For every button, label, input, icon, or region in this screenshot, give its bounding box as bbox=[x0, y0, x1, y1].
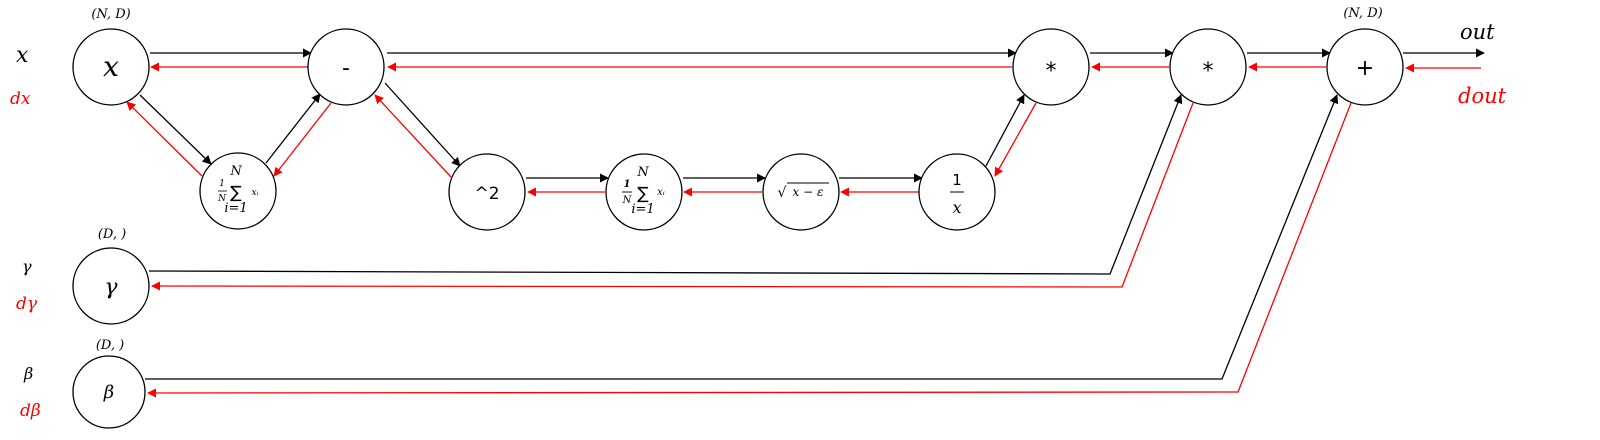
node-sq-label: ^2 bbox=[474, 184, 499, 204]
node-x: x bbox=[72, 28, 150, 106]
backward-edges bbox=[126, 62, 1481, 398]
node-mean-circle bbox=[199, 152, 277, 230]
shape-out: (N, D) bbox=[1343, 6, 1382, 21]
node-var-mean-circle bbox=[605, 153, 683, 231]
label-x: x bbox=[16, 43, 29, 68]
node-add-circle bbox=[1326, 28, 1404, 106]
node-sq-circle bbox=[448, 153, 526, 231]
node-mul2-label: * bbox=[1203, 59, 1214, 84]
mean-frac-num: 1 bbox=[219, 179, 225, 189]
label-gamma: γ bbox=[22, 257, 32, 276]
node-gamma: γ bbox=[72, 247, 150, 325]
node-mul1-circle bbox=[1012, 28, 1090, 106]
mean-sum-upper: N bbox=[229, 164, 242, 179]
grad-sub-to-mean bbox=[273, 102, 332, 177]
node-sub-circle bbox=[307, 28, 385, 106]
node-sub: - bbox=[307, 28, 385, 106]
label-out: out bbox=[1460, 20, 1495, 44]
label-beta: β bbox=[23, 364, 33, 383]
shape-gamma: (D, ) bbox=[98, 227, 126, 242]
inv-den: x bbox=[952, 198, 961, 217]
node-mul1: * bbox=[1012, 28, 1090, 106]
mean-sum-lower: i=1 bbox=[224, 201, 247, 216]
edge-x-to-mean bbox=[139, 94, 212, 165]
var-mean-frac-den: N bbox=[622, 195, 633, 206]
label-dout: dout bbox=[1458, 84, 1507, 108]
mean-frac-den: N bbox=[217, 194, 227, 204]
node-x-circle bbox=[72, 28, 150, 106]
node-var-mean: N 1 N ∑ i=1 xᵢ bbox=[605, 153, 683, 231]
var-mean-upper: N bbox=[636, 165, 649, 180]
label-dgamma: dγ bbox=[16, 294, 38, 314]
grad-mean-to-x bbox=[126, 101, 203, 177]
node-sqrt-circle bbox=[762, 153, 840, 231]
edge-gamma-to-mul2 bbox=[148, 94, 1183, 275]
node-sub-label: - bbox=[342, 56, 350, 81]
node-add: + bbox=[1326, 28, 1404, 106]
node-sq: ^2 bbox=[448, 153, 526, 231]
node-mul1-label: * bbox=[1046, 59, 1057, 84]
sqrt-radical: √ bbox=[778, 185, 787, 201]
node-beta: β bbox=[72, 355, 146, 429]
node-gamma-circle bbox=[72, 247, 150, 325]
label-dbeta: dβ bbox=[20, 401, 41, 421]
label-dx: dx bbox=[10, 89, 31, 109]
node-gamma-label: γ bbox=[104, 275, 118, 300]
node-mean: N 1 N ∑ i=1 xᵢ bbox=[199, 152, 277, 230]
edge-beta-to-add bbox=[145, 94, 1339, 380]
grad-mul2-to-gamma bbox=[151, 102, 1194, 291]
grad-add-to-beta bbox=[147, 102, 1352, 398]
node-beta-label: β bbox=[103, 382, 114, 403]
node-inv: 1 x bbox=[918, 153, 996, 231]
forward-edges bbox=[139, 48, 1485, 380]
node-add-label: + bbox=[1356, 56, 1374, 81]
node-sqrt: √ x − ε bbox=[762, 153, 840, 231]
grad-sq-to-sub bbox=[374, 94, 452, 178]
var-mean-var: xᵢ bbox=[657, 187, 665, 198]
edge-inv-to-mul1 bbox=[985, 94, 1025, 167]
var-mean-lower: i=1 bbox=[631, 202, 654, 217]
node-beta-circle bbox=[72, 355, 146, 429]
var-mean-sum-sign: ∑ bbox=[637, 184, 649, 204]
node-mul2: * bbox=[1169, 28, 1247, 106]
edge-sub-to-sq bbox=[384, 82, 461, 167]
shape-beta: (D, ) bbox=[96, 338, 124, 353]
shape-x: (N, D) bbox=[91, 7, 130, 22]
var-mean-frac-num: 1 bbox=[624, 179, 631, 190]
node-mul2-circle bbox=[1169, 28, 1247, 106]
edge-mean-to-sub bbox=[265, 93, 321, 164]
node-x-label: x bbox=[103, 50, 119, 83]
mean-sum-sign: ∑ bbox=[230, 183, 242, 203]
sqrt-body: x − ε bbox=[793, 185, 824, 199]
grad-mul1-to-inv bbox=[994, 102, 1037, 177]
inv-num: 1 bbox=[952, 171, 962, 189]
mean-var: xᵢ bbox=[252, 188, 259, 198]
